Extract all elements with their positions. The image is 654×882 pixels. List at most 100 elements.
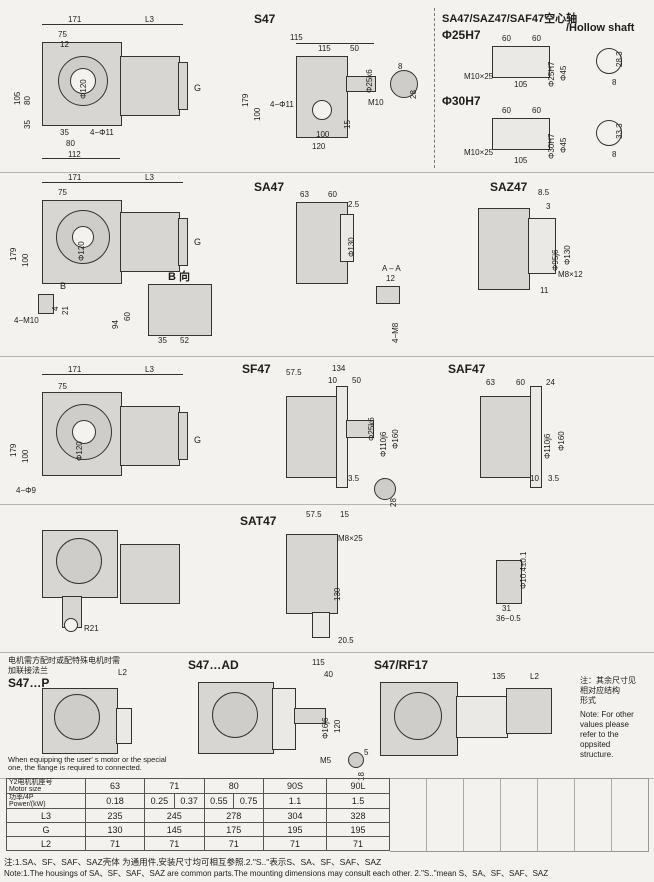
dim-100-d: 100	[21, 449, 30, 463]
dim-24: 24	[546, 378, 555, 387]
dim-L3-b: L3	[145, 173, 154, 182]
dim-60-d: 60	[532, 106, 541, 115]
hollow-shaft-box	[434, 8, 647, 168]
G-label: G	[6, 822, 86, 837]
L2-cell: 71	[326, 836, 390, 851]
dim-M10x25-b: M10×25	[464, 148, 494, 157]
sa47-side-hub	[340, 214, 354, 262]
s47-side-hole	[312, 100, 332, 120]
footnote-en: Note:1.The housings of SA、SF、SAF、SAZ are…	[4, 869, 549, 878]
dim-179-c: 179	[9, 443, 18, 457]
panel-sat47: R21 SAT47 57.5 15 M8×25 130 20.5 Φ10.4±0…	[0, 504, 654, 653]
dim-phi110j6: Φ110j6	[379, 431, 388, 457]
motor-fan-cover	[178, 62, 188, 110]
table-row: Y2电机机座号 Motor size 63 71 80 90S 90L	[6, 778, 390, 794]
dim-phi110j6-b: Φ110j6	[543, 433, 552, 459]
G-cell: 130	[85, 822, 145, 837]
dim-75-c: 75	[58, 382, 67, 391]
view-title-sat47: SAT47	[240, 514, 277, 528]
dim-4-M8: 4−M8	[391, 322, 400, 343]
dim-L2-b: L2	[530, 672, 539, 681]
dim-134: 134	[332, 364, 346, 373]
panel-s47: 171 L3 75 12 G 105 80 35 Φ120 35 4−Φ11 8…	[0, 0, 654, 173]
aa-section	[376, 286, 400, 304]
sa47-motor	[120, 212, 180, 272]
panel-variants: 电机需方配时或配特殊电机时需 加联接法兰 S47…P L2 When equip…	[0, 652, 654, 781]
dim-35: 35	[23, 120, 32, 129]
dim-60-f: 60	[328, 190, 337, 199]
sf47-fan	[178, 412, 188, 460]
sat47-motor	[120, 544, 180, 604]
dim-4phi11-b: 4−Φ11	[270, 100, 294, 109]
s47rf17-adapter	[456, 696, 508, 738]
panel-sf47: 171 L3 75 G 179 100 Φ120 4−Φ9 SF47 57.5 …	[0, 356, 654, 507]
L2-label: L2	[6, 836, 86, 851]
dim-phi25H7: Φ25H7	[547, 61, 556, 87]
dim-M8x12: M8×12	[558, 270, 583, 279]
view-title-sa47: SA47	[254, 180, 285, 194]
saz47-hub	[528, 218, 556, 274]
empty-table-grid	[390, 778, 649, 852]
dim-8-c: 8	[612, 150, 617, 159]
table-row: L2 71 71 71 71 71	[6, 836, 390, 851]
note-p-en: When equipping the user' s motor or the …	[8, 755, 167, 772]
dim-57.5: 57.5	[286, 368, 302, 377]
dim-5: 5	[364, 748, 369, 757]
s47ad-shaft	[294, 708, 326, 724]
dim-12: 12	[60, 40, 69, 49]
power-label-cn: 功率/4P	[9, 794, 34, 801]
dim-3.5: 3.5	[348, 474, 360, 483]
sf47-side-shaft	[346, 420, 374, 438]
s47-side-shaft	[346, 76, 376, 92]
power-cell: 0.75	[233, 793, 264, 809]
dim-phi30H7: Φ30H7	[547, 133, 556, 159]
L3-label: L3	[6, 808, 86, 823]
dim-phi120: Φ120	[79, 79, 88, 99]
dim-M10x25: M10×25	[464, 72, 494, 81]
sa47-fan	[178, 218, 188, 266]
sa47-foot-detail	[38, 294, 54, 314]
dim-phi25k6: Φ25k6	[365, 69, 374, 93]
aa-title: A – A	[382, 264, 401, 273]
dim-33.3: 33.3	[615, 123, 624, 139]
dim-20.5: 20.5	[338, 636, 354, 645]
L2-cell: 71	[144, 836, 205, 851]
bore-30-label: Φ30H7	[442, 94, 481, 108]
footnote-cn: 注:1.SA、SF、SAF、SAZ壳体 为通用件,安装尺寸均可相互参照.2."S…	[4, 857, 382, 867]
dim-120: 120	[312, 142, 326, 151]
dim-50-b: 50	[352, 376, 361, 385]
power-cell: 1.1	[263, 793, 327, 809]
view-title-saz47: SAZ47	[490, 180, 528, 194]
sf47-key-circle	[374, 478, 396, 500]
dim-115: 115	[290, 33, 303, 42]
view-title-s47ad: S47…AD	[188, 658, 239, 672]
G-cell: 145	[144, 822, 205, 837]
dim-130: 130	[333, 587, 342, 601]
dim-3.5-b: 3.5	[548, 474, 560, 483]
dim-63-b: 63	[486, 378, 495, 387]
size-cell: 90L	[326, 778, 390, 794]
b-mark: B	[60, 281, 67, 291]
view-title-saf47: SAF47	[448, 362, 486, 376]
sat47-flange-circle	[56, 538, 102, 584]
saf47-flange	[530, 386, 542, 488]
dim-G-b: G	[194, 237, 202, 247]
dim-M10: M10	[368, 98, 384, 107]
power-cell: 0.25	[144, 793, 175, 809]
dim-L3-c: L3	[145, 365, 154, 374]
dim-40: 40	[324, 670, 333, 679]
sa47-bore-circle	[72, 226, 94, 248]
s47-side-body	[296, 56, 348, 138]
G-cell: 175	[203, 822, 264, 837]
dim-phi120-b: Φ120	[77, 241, 86, 261]
motor-body	[120, 56, 180, 116]
s47rf17-motor	[506, 688, 552, 734]
dim-171: 171	[68, 15, 82, 24]
s47ad-flange	[212, 692, 258, 738]
dim-line	[42, 182, 183, 183]
sat47-side-body	[286, 534, 338, 614]
dim-12-b: 12	[386, 274, 395, 283]
L2-cell: 71	[85, 836, 145, 851]
s47ad-cover	[272, 688, 296, 750]
dim-phi130-b: Φ130	[563, 245, 572, 265]
